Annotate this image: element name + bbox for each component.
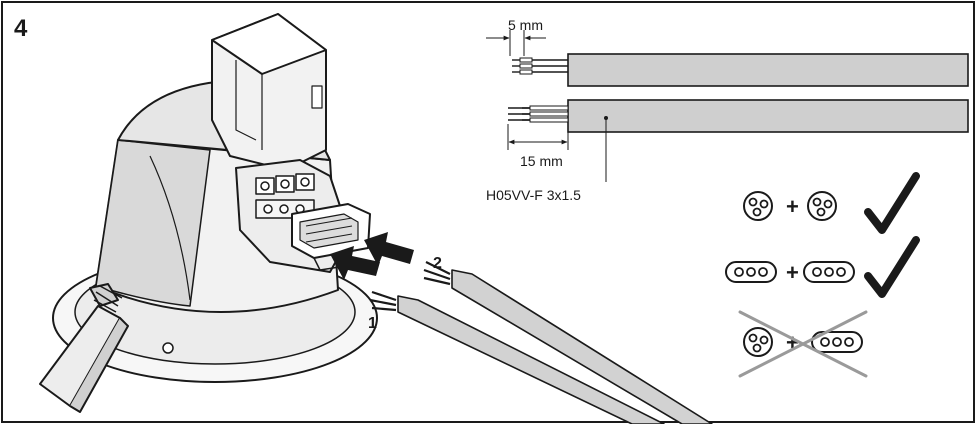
cables-into-connector [369,261,713,424]
strip-length-long: 15 mm [520,153,563,169]
step-number: 4 [14,15,28,42]
cable-2-wires [423,261,451,286]
cable-strip-spec [486,30,969,182]
flat-cable-icon [803,261,855,283]
insertion-order-first: 1 [368,315,377,332]
round-cable-icon [743,327,773,357]
combination-operator: + [786,194,799,219]
cable-combination-row-1: + [743,172,920,234]
checkmark-icon [864,172,920,234]
insertion-arrows [330,232,414,280]
cable-2-sheath [451,269,713,424]
strip-length-short: 5 mm [508,17,543,33]
cable-combination-row-3: + [738,310,868,378]
spec-cable-bottom [567,99,969,133]
flat-cable-icon [811,331,863,353]
arrow-second [364,232,414,266]
cable-1-sheath [397,295,665,424]
spec-cable-top [567,53,969,87]
arrow-first [330,246,380,280]
cable-1-wires [369,290,397,312]
cable-type-label: H05VV-F 3x1.5 [486,187,581,203]
spring-clip [39,283,129,413]
flat-cable-icon [725,261,777,283]
checkmark-icon [864,236,920,298]
downlight-fixture [39,13,378,413]
cross-out-icon [738,310,868,378]
round-cable-icon [743,191,773,221]
cable-combination-row-2: + [725,236,920,298]
combination-operator: + [786,260,799,285]
insertion-order-second: 2 [433,255,442,272]
round-cable-icon [807,191,837,221]
